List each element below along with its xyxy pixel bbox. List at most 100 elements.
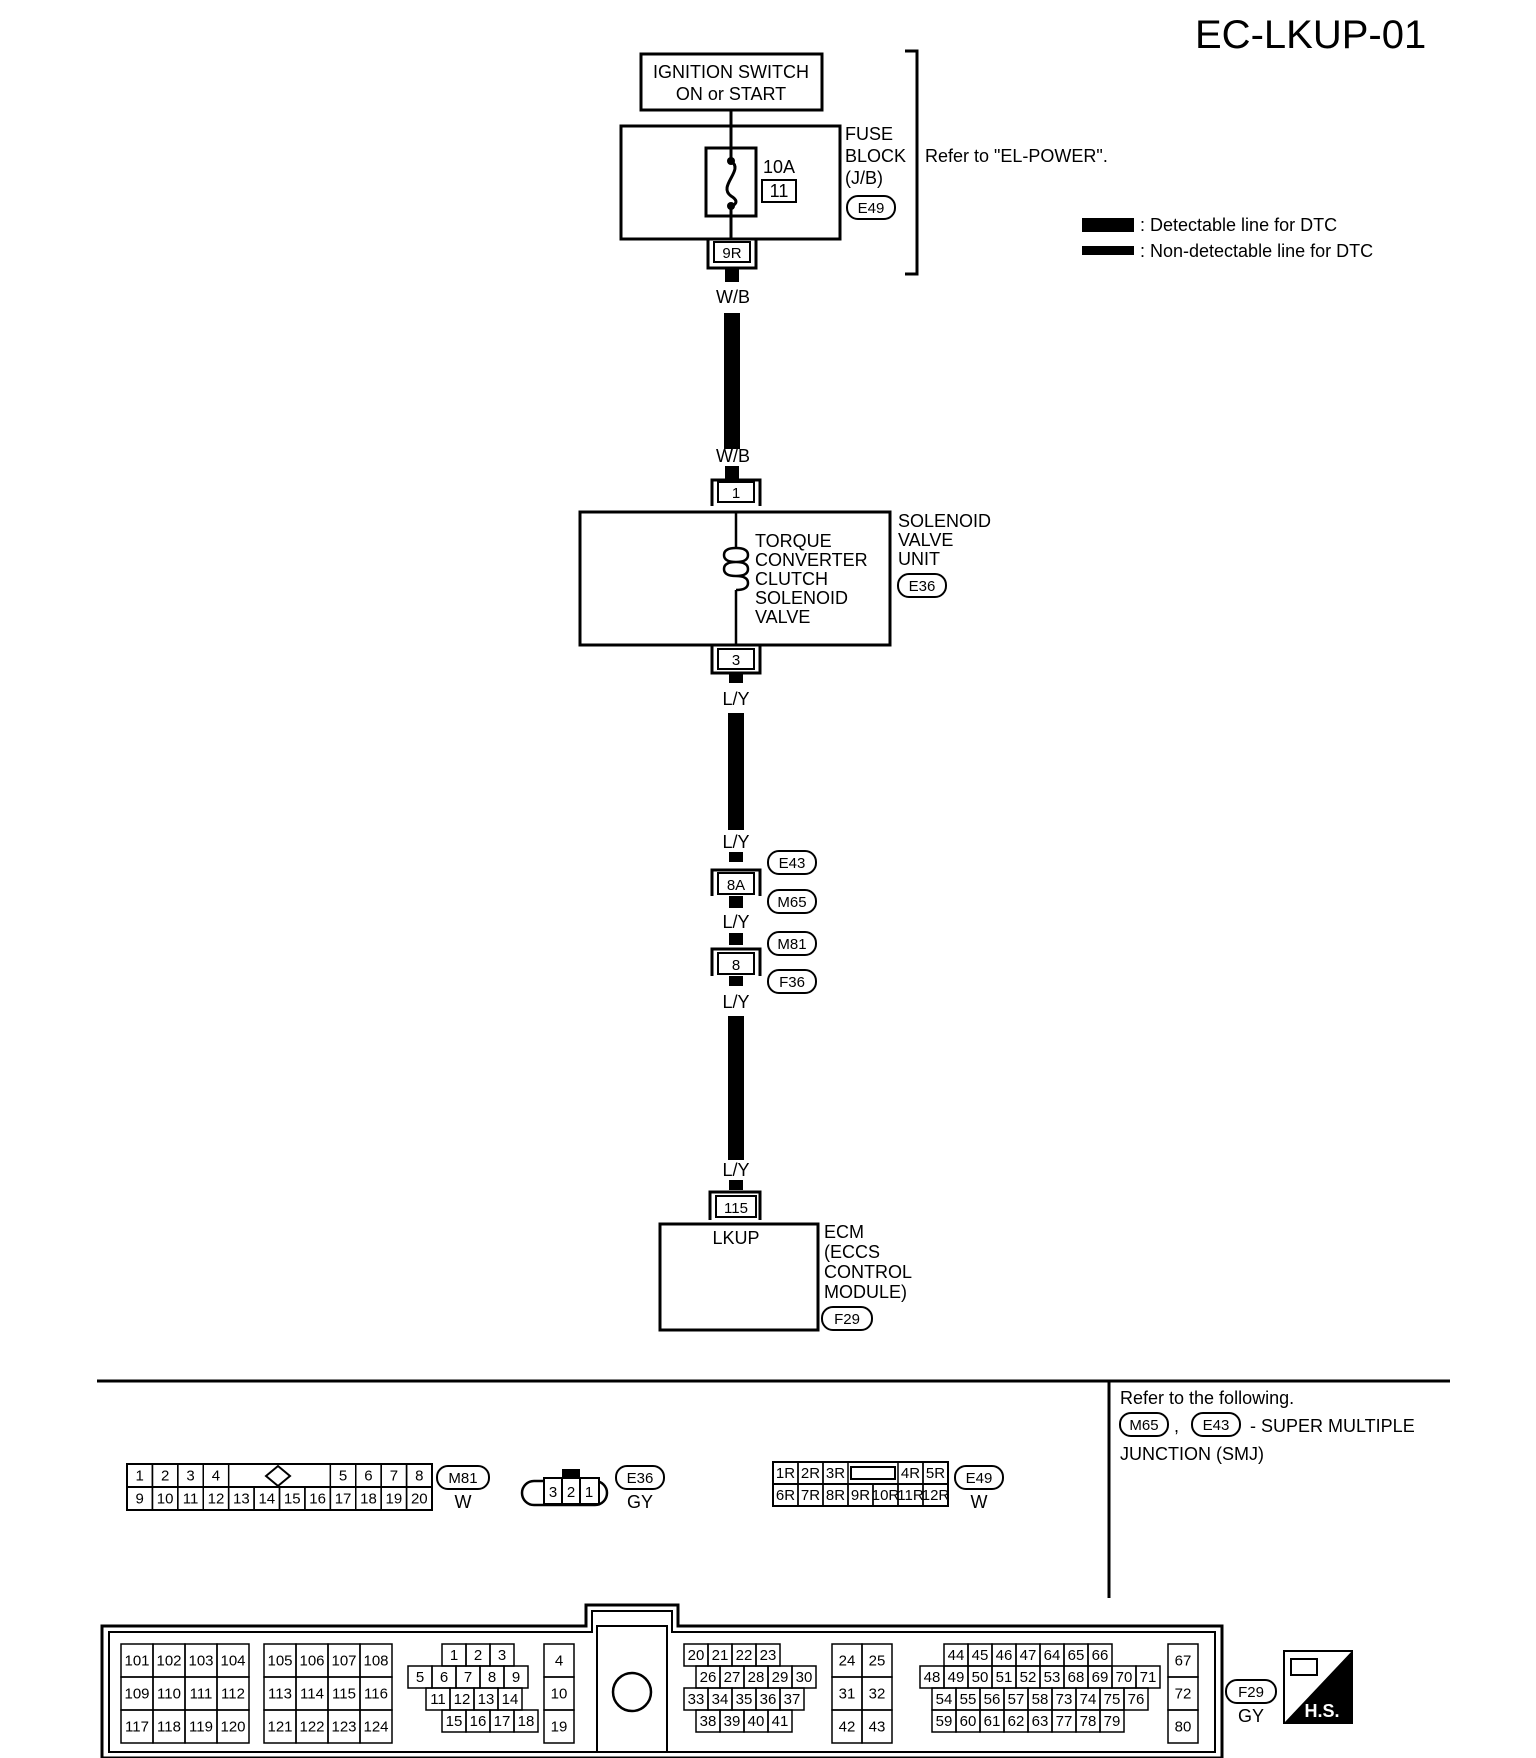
f29-pin-5: 5 <box>416 1669 424 1686</box>
fuse-block: 10A 11 FUSE BLOCK (J/B) E49 Refer to "EL… <box>619 49 1108 276</box>
fuse-block-connector: E49 <box>858 200 885 217</box>
e49-pin-12R: 12R <box>922 1487 950 1504</box>
f29-pin-79-cell <box>1099 1709 1125 1733</box>
f29-pin-80-cell <box>1167 1709 1199 1744</box>
f29-pin-7: 7 <box>464 1669 472 1686</box>
f29-pin-11: 11 <box>430 1691 446 1708</box>
m81-pin-8: 8 <box>415 1468 423 1485</box>
f29-pin-25: 25 <box>869 1653 886 1670</box>
f29-pin-9: 9 <box>512 1669 520 1686</box>
e49-pin-2R: 2R <box>801 1465 820 1482</box>
e49-pin-12R-cell <box>922 1483 949 1507</box>
m81-pin-4: 4 <box>212 1468 220 1485</box>
junction-8-conn-bottom: F36 <box>779 974 805 991</box>
m81-pin-19: 19 <box>386 1491 403 1508</box>
ignition-label-1: IGNITION SWITCH <box>653 62 809 82</box>
f29-pin-12: 12 <box>454 1691 471 1708</box>
f29-pin-124-cell <box>359 1709 393 1744</box>
f29-pin-53: 53 <box>1044 1669 1061 1686</box>
f29-pin-51: 51 <box>996 1669 1013 1686</box>
ecm-label-3: CONTROL <box>824 1262 912 1282</box>
e36-pin-2: 2 <box>567 1484 575 1501</box>
ecm-label-1: ECM <box>824 1222 864 1242</box>
f29-pin-33: 33 <box>688 1691 705 1708</box>
f29-pin-102: 102 <box>156 1653 181 1670</box>
f29-pin-18-cell <box>513 1709 539 1733</box>
f29-pin-76: 76 <box>1128 1691 1145 1708</box>
f29-pin-48: 48 <box>924 1669 941 1686</box>
e49-key-slot <box>850 1466 896 1480</box>
f29-pin-119: 119 <box>189 1719 213 1736</box>
f29-pin-47: 47 <box>1020 1647 1037 1664</box>
wire-ly-label-2: L/Y <box>722 832 749 852</box>
f29-pin-39: 39 <box>724 1713 741 1730</box>
wire-ly-1: L/Y L/Y <box>722 673 750 862</box>
solenoid-name-3: CLUTCH <box>755 569 828 589</box>
f29-pin-4: 4 <box>555 1653 563 1670</box>
legend-non-detectable: : Non-detectable line for DTC <box>1140 241 1373 261</box>
f29-pin-118: 118 <box>157 1719 181 1736</box>
m81-pin-20: 20 <box>411 1491 428 1508</box>
f29-pin-55: 55 <box>960 1691 977 1708</box>
m81-pin-17: 17 <box>335 1491 352 1508</box>
f29-pin-42: 42 <box>839 1719 856 1736</box>
f29-pin-108: 108 <box>363 1653 388 1670</box>
f29-pin-15: 15 <box>446 1713 463 1730</box>
f29-pin-103: 103 <box>188 1653 213 1670</box>
ecm: 115 LKUP ECM (ECCS CONTROL MODULE) F29 <box>658 1190 912 1332</box>
ecm-pin: 115 <box>724 1200 748 1217</box>
f29-pin-77: 77 <box>1056 1713 1073 1730</box>
refer-note: Refer to the following. M65 , E43 - SUPE… <box>1119 1388 1415 1464</box>
refer-note-sep: , <box>1174 1416 1179 1436</box>
fuse-refer-note: Refer to "EL-POWER". <box>925 146 1108 166</box>
f29-pin-67: 67 <box>1175 1653 1192 1670</box>
m81-pin-10: 10 <box>157 1491 174 1508</box>
m81-pin-3: 3 <box>186 1468 194 1485</box>
m81-pin-1: 1 <box>136 1468 144 1485</box>
f29-pin-66: 66 <box>1092 1647 1109 1664</box>
f29-pin-49: 49 <box>948 1669 965 1686</box>
f29-pin-19: 19 <box>551 1719 568 1736</box>
fuse-bracket <box>905 49 919 276</box>
wire-ly-label-1: L/Y <box>722 689 749 709</box>
m81-pin-18: 18 <box>360 1491 377 1508</box>
f29-pin-27: 27 <box>724 1669 741 1686</box>
solenoid-valve-unit: 1 TORQUE CONVERTER CLUTCH SOLENOID VALVE… <box>578 478 991 675</box>
m81-pin-16: 16 <box>309 1491 326 1508</box>
junction-8a-conn-bottom: M65 <box>777 894 806 911</box>
f29-pin-10: 10 <box>551 1686 568 1703</box>
f29-pin-46: 46 <box>996 1647 1013 1664</box>
f29-pin-28: 28 <box>748 1669 765 1686</box>
junction-8a-conn-top: E43 <box>779 855 806 872</box>
solenoid-name-2: CONVERTER <box>755 550 868 570</box>
f29-pin-58: 58 <box>1032 1691 1049 1708</box>
legend-detectable: : Detectable line for DTC <box>1140 215 1337 235</box>
e36-pin-1: 1 <box>585 1484 593 1501</box>
f29-pin-1: 1 <box>450 1647 458 1664</box>
f29-pin-44: 44 <box>948 1647 965 1664</box>
refer-note-line2: - SUPER MULTIPLE <box>1250 1416 1415 1436</box>
m81-id: M81 <box>448 1470 477 1487</box>
hs-badge: H.S. <box>1283 1650 1353 1724</box>
e49-id: E49 <box>966 1470 993 1487</box>
fuse-icon <box>725 159 738 208</box>
m81-pin-11: 11 <box>183 1491 199 1508</box>
solenoid-connector: E36 <box>909 578 936 595</box>
f29-pin-16: 16 <box>470 1713 487 1730</box>
f29-pin-74: 74 <box>1080 1691 1097 1708</box>
e36-id: E36 <box>627 1470 654 1487</box>
f29-pin-41: 41 <box>772 1713 789 1730</box>
f29-pin-59: 59 <box>936 1713 953 1730</box>
e36-color: GY <box>627 1492 653 1512</box>
solenoid-name-5: VALVE <box>755 607 810 627</box>
f29-pin-38: 38 <box>700 1713 717 1730</box>
f29-pin-123: 123 <box>331 1719 356 1736</box>
wire-ly-label-4: L/Y <box>722 992 749 1012</box>
m81-pin-12: 12 <box>208 1491 225 1508</box>
f29-pin-43: 43 <box>869 1719 886 1736</box>
f29-pin-124: 124 <box>363 1719 388 1736</box>
m81-pin-13: 13 <box>233 1491 250 1508</box>
page-title: EC-LKUP-01 <box>1195 13 1426 57</box>
